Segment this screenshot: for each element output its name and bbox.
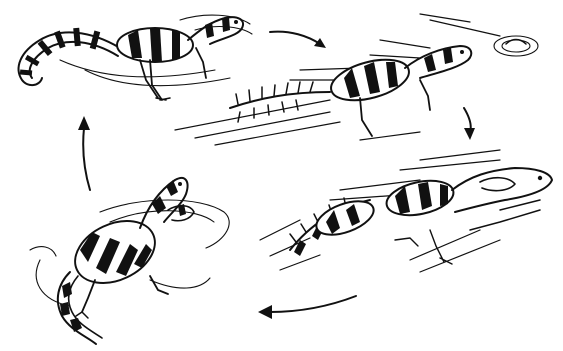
curved-arrow-icon	[258, 296, 356, 319]
surfacing-animal-icon	[30, 178, 229, 344]
gliding-animal-icon	[260, 150, 552, 272]
curved-arrow-icon	[270, 32, 326, 48]
leaping-animal-icon	[175, 40, 471, 145]
curved-arrow-icon	[464, 108, 475, 140]
wading-animal-icon	[19, 15, 252, 100]
curved-arrow-icon	[78, 116, 90, 190]
